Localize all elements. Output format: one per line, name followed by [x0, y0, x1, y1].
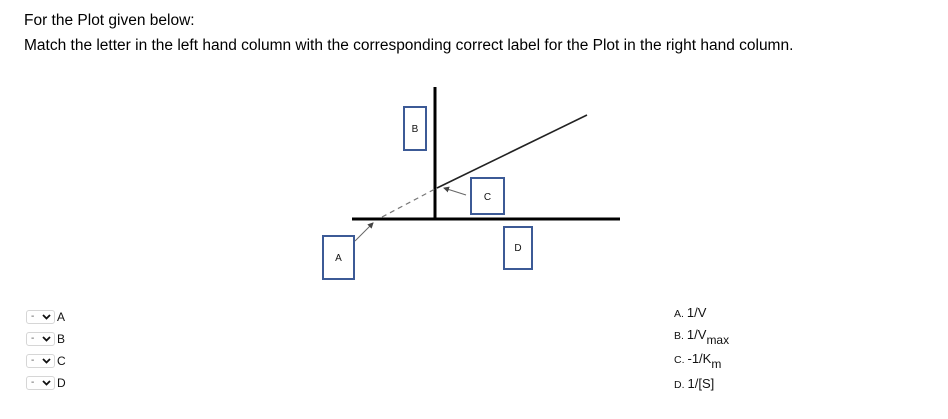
answer-c: C.-1/Km: [674, 350, 722, 371]
answer-text: -1/K: [687, 351, 712, 366]
select-value: -: [31, 333, 35, 344]
answer-text: 1/V: [686, 327, 707, 342]
answer-prefix: C.: [674, 354, 685, 366]
chevron-down-icon: [42, 380, 51, 386]
match-select-c[interactable]: -: [26, 354, 55, 368]
label-box-a-text: A: [335, 253, 342, 264]
label-box-c: C: [470, 177, 505, 215]
row-letter: A: [57, 310, 66, 324]
label-box-d-text: D: [514, 243, 521, 254]
row-letter: C: [57, 354, 66, 368]
row-letter: D: [57, 376, 66, 390]
chevron-down-icon: [42, 358, 51, 364]
answer-d: D.1/[S]: [674, 375, 714, 393]
extrapolated-dashed-line: [381, 188, 436, 218]
answer-subscript: m: [711, 357, 722, 371]
answer-text: 1/V: [686, 305, 707, 320]
answer-b: B.1/Vmax: [674, 326, 730, 347]
select-value: -: [31, 311, 35, 322]
label-box-b-text: B: [412, 124, 419, 135]
match-select-a[interactable]: -: [26, 310, 55, 324]
chevron-down-icon: [42, 336, 51, 342]
chevron-down-icon: [42, 314, 51, 320]
answer-prefix: D.: [674, 379, 685, 391]
match-row-a: - A: [26, 308, 65, 326]
row-letter: B: [57, 332, 66, 346]
label-box-b: B: [403, 106, 427, 151]
answer-subscript: max: [706, 333, 730, 347]
arrow-a-icon: [354, 222, 374, 242]
match-row-b: - B: [26, 330, 65, 348]
match-row-d: - D: [26, 374, 66, 392]
label-box-c-text: C: [484, 192, 491, 203]
answer-text: 1/[S]: [687, 376, 715, 391]
match-select-d[interactable]: -: [26, 376, 55, 390]
question-intro: For the Plot given below:: [24, 12, 195, 29]
label-box-a: A: [322, 235, 355, 280]
answer-prefix: A.: [674, 308, 684, 320]
match-select-b[interactable]: -: [26, 332, 55, 346]
question-instructions: Match the letter in the left hand column…: [24, 37, 794, 54]
arrow-c-icon: [443, 186, 467, 196]
match-row-c: - C: [26, 352, 66, 370]
plot-line: [436, 114, 588, 189]
label-box-d: D: [503, 226, 533, 270]
answer-a: A.1/V: [674, 304, 706, 322]
answer-prefix: B.: [674, 330, 684, 342]
select-value: -: [31, 355, 35, 366]
select-value: -: [31, 377, 35, 388]
